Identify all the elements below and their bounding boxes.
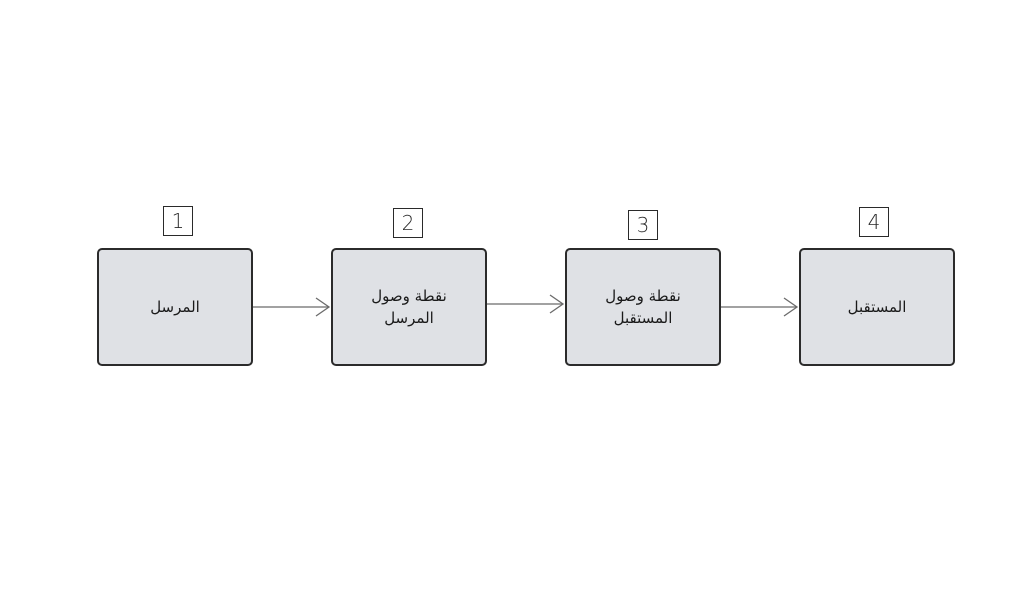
arrow-2-to-3	[487, 294, 565, 314]
step-3-box: نقطة وصول المستقبل	[565, 248, 721, 366]
step-3-number: 3	[628, 210, 658, 240]
step-1-label: المرسل	[150, 298, 200, 316]
step-2-box: نقطة وصول المرسل	[331, 248, 487, 366]
arrow-1-to-2	[253, 297, 331, 317]
step-4-label: المستقبل	[847, 298, 907, 316]
step-3-label: نقطة وصول المستقبل	[605, 287, 681, 327]
step-2-number: 2	[393, 208, 423, 238]
step-2-label: نقطة وصول المرسل	[371, 287, 447, 327]
arrow-3-to-4	[721, 297, 799, 317]
step-4-box: المستقبل	[799, 248, 955, 366]
step-1-box: المرسل	[97, 248, 253, 366]
step-1-number: 1	[163, 206, 193, 236]
step-4-number: 4	[859, 207, 889, 237]
